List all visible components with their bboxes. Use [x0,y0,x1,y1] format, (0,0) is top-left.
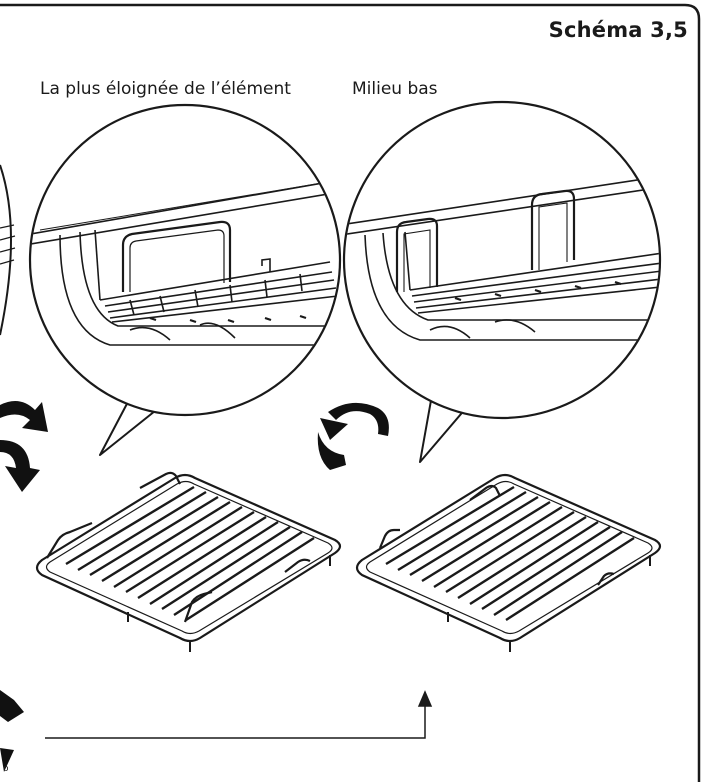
diagram-title: Schéma 3,5 [548,18,688,42]
caption-far-position: La plus éloignée de l’élément [40,79,291,99]
diagram-border [0,3,701,782]
rotate-arrow-icon [0,690,24,772]
cropped-rack-hint [0,224,16,265]
rotate-arrow-icon [317,402,389,470]
cropped-magnifier-edge [0,164,12,336]
magnifier-middle-bottom-position [342,100,662,463]
rack-right [355,473,662,652]
caption-middle-bottom: Milieu bas [352,79,438,99]
magnifier-far-position [28,103,342,456]
pointer-arrow-icon [45,690,433,739]
rack-left [35,471,342,652]
rotate-arrow-icon [0,401,48,492]
corner-mark: o [3,764,9,774]
